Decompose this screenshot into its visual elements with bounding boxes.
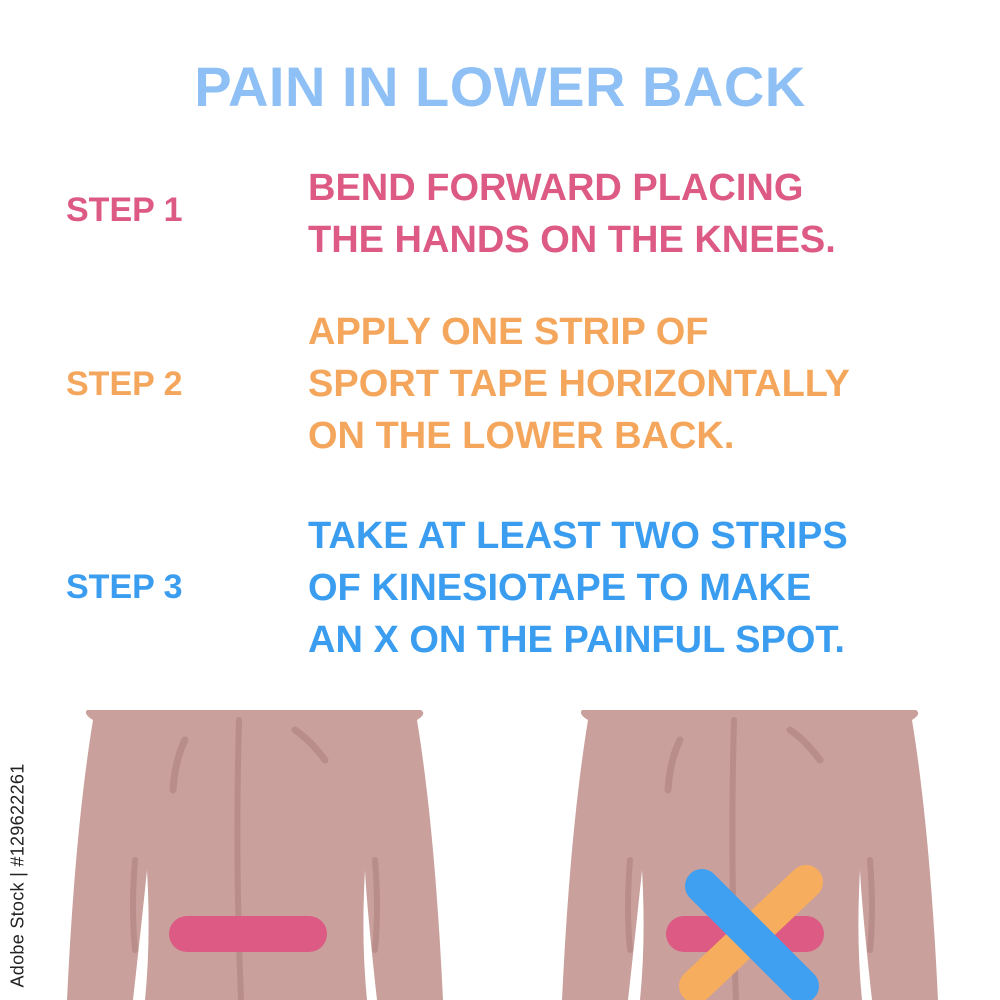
back-illustration-horizontal-tape bbox=[67, 710, 443, 1000]
step-3-label: STEP 3 bbox=[66, 568, 183, 606]
pink-tape-strip bbox=[169, 916, 327, 952]
step-2-line-3: ON THE LOWER BACK. bbox=[308, 415, 735, 457]
step-3-line-2: OF KINESIOTAPE TO MAKE bbox=[308, 567, 812, 609]
blue-tape-strip bbox=[685, 869, 819, 1000]
step-1-line-2: THE HANDS ON THE KNEES. bbox=[308, 219, 836, 261]
stock-watermark: Adobe Stock | #129622261 bbox=[0, 763, 36, 987]
step-3-text: TAKE AT LEAST TWO STRIPS OF KINESIOTAPE … bbox=[308, 510, 988, 666]
step-1-text: BEND FORWARD PLACING THE HANDS ON THE KN… bbox=[308, 162, 988, 266]
watermark-text: Adobe Stock | #129622261 bbox=[7, 762, 28, 988]
torso-shape bbox=[67, 710, 443, 1000]
back-illustration-x-tape bbox=[562, 710, 938, 1000]
step-2-line-2: SPORT TAPE HORIZONTALLY bbox=[308, 363, 850, 405]
step-2-label: STEP 2 bbox=[66, 365, 183, 403]
page-title: PAIN IN LOWER BACK bbox=[194, 55, 806, 118]
step-3-line-1: TAKE AT LEAST TWO STRIPS bbox=[308, 515, 848, 557]
step-2-line-1: APPLY ONE STRIP OF bbox=[308, 311, 709, 353]
step-2-text: APPLY ONE STRIP OF SPORT TAPE HORIZONTAL… bbox=[308, 306, 988, 462]
step-1-label: STEP 1 bbox=[66, 191, 183, 229]
step-3-line-3: AN X ON THE PAINFUL SPOT. bbox=[308, 619, 845, 661]
step-1-line-1: BEND FORWARD PLACING bbox=[308, 167, 804, 209]
